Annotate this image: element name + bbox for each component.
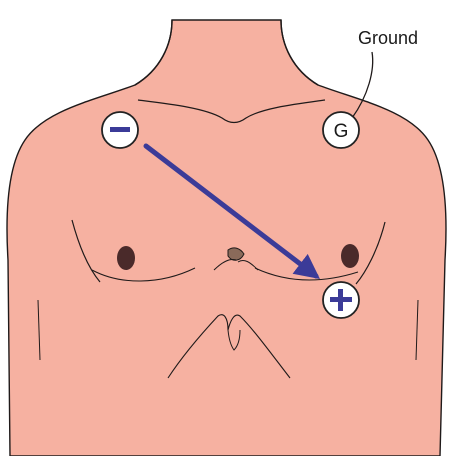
right-nipple — [341, 244, 359, 268]
plus-sign-vertical — [338, 289, 343, 311]
minus-sign-icon — [110, 127, 130, 132]
positive-electrode — [323, 282, 359, 318]
left-nipple — [117, 246, 135, 270]
negative-electrode — [102, 112, 138, 148]
ground-electrode: G — [323, 112, 359, 148]
ground-label: Ground — [358, 28, 418, 48]
ground-electrode-label: G — [334, 121, 349, 142]
